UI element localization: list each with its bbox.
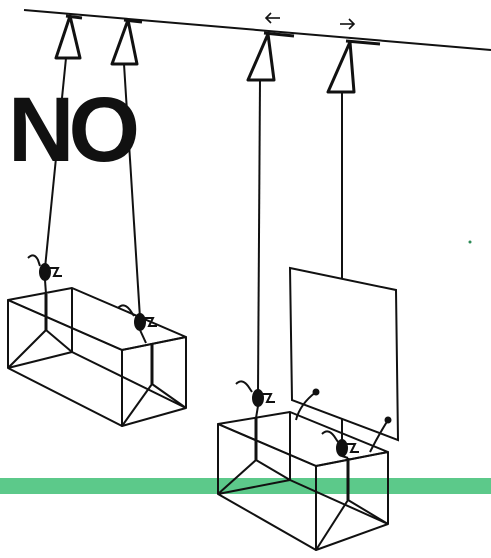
wire-1 (44, 57, 67, 269)
pulley-1 (54, 14, 83, 60)
speck (468, 240, 472, 244)
hook-2 (117, 304, 157, 344)
pulley-2 (110, 18, 143, 66)
left-crate (7, 287, 187, 427)
pulley-3 (246, 31, 295, 82)
wires (44, 57, 343, 443)
wire-3 (257, 79, 261, 393)
overhead-cable (23, 9, 491, 51)
left-arrow-icon (264, 12, 280, 24)
tag-lines (295, 388, 392, 453)
no-label: NO (8, 79, 140, 181)
ground-strip (0, 478, 491, 494)
hook-3 (235, 380, 275, 419)
right-crate (217, 411, 389, 551)
load-panel (288, 266, 400, 442)
hook-1 (27, 254, 62, 295)
right-arrow-icon (340, 18, 356, 30)
pulley-4 (326, 39, 381, 94)
wire-2 (123, 63, 141, 319)
hook-4 (321, 430, 359, 459)
